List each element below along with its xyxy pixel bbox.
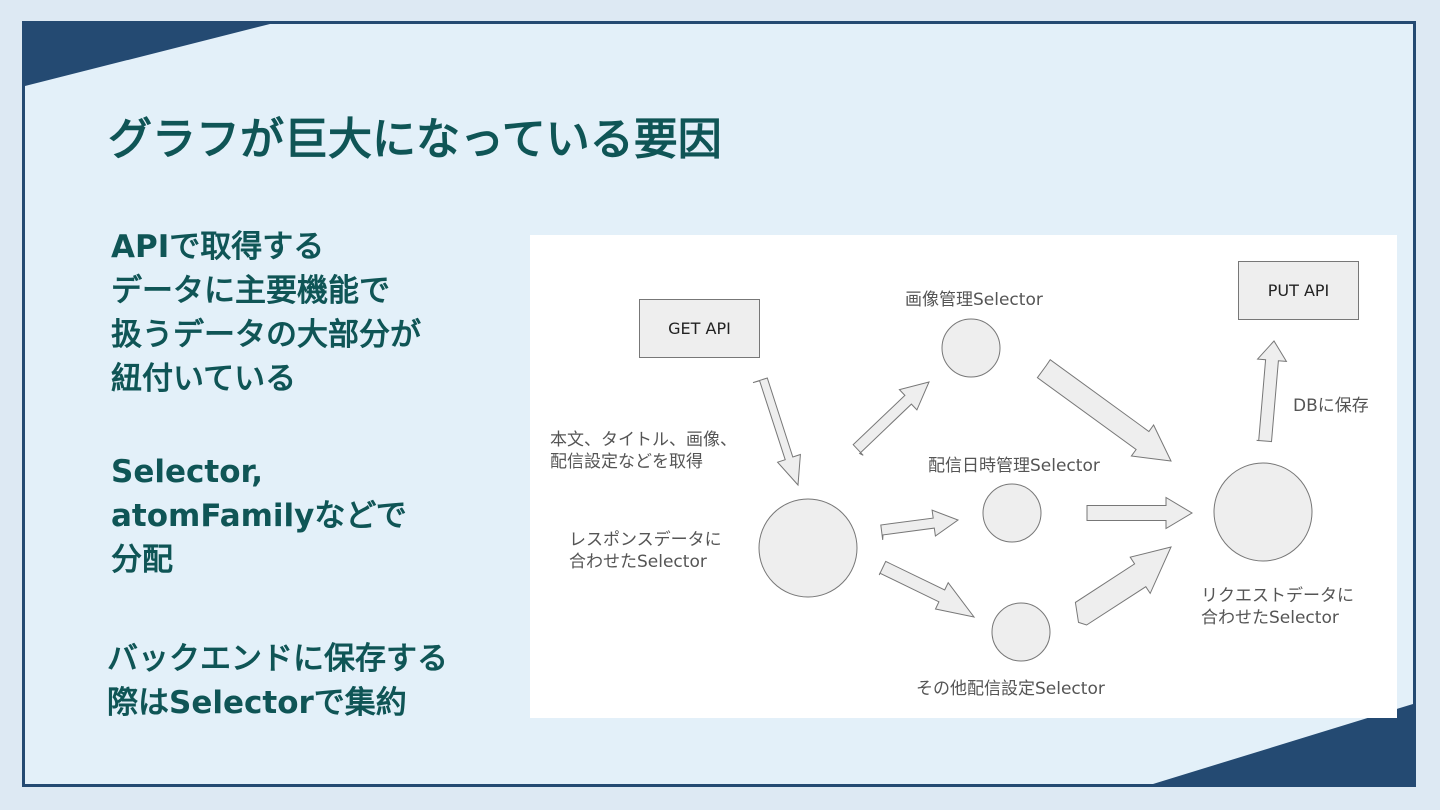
point-line: Selector,: [111, 454, 264, 490]
response-selector-label-line: 合わせたSelector: [569, 552, 707, 572]
arrow-other-to-request: [1074, 546, 1172, 626]
other-selector-node: [991, 602, 1051, 662]
point-line: 分配: [111, 542, 173, 578]
point-line: 扱うデータの大部分が: [111, 317, 421, 353]
response-selector-label: レスポンスデータに 合わせたSelector: [569, 529, 722, 573]
arrow-image-to-request: [1036, 358, 1172, 462]
point-api-data: APIで取得する データに主要機能で 扱うデータの大部分が 紐付いている: [111, 225, 421, 401]
diagram-graphics: [752, 318, 1313, 662]
fetch-label: 本文、タイトル、画像、 配信設定などを取得: [550, 429, 737, 473]
request-selector-node: [1213, 462, 1313, 562]
get-api-node: GET API: [639, 299, 760, 358]
datetime-selector-label: 配信日時管理Selector: [928, 456, 1100, 476]
point-line: APIで取得する: [111, 229, 325, 265]
point-backend-aggregation: バックエンドに保存する 際はSelectorで集約: [107, 637, 448, 725]
top-left-corner-decoration: [25, 24, 270, 86]
arrow-response-to-datetime: [880, 509, 960, 540]
request-selector-label-line: リクエストデータに: [1201, 586, 1354, 606]
db-save-label: DBに保存: [1293, 396, 1369, 416]
response-selector-node: [758, 498, 858, 598]
arrow-response-to-other: [878, 560, 976, 618]
other-selector-label: その他配信設定Selector: [916, 679, 1105, 699]
arrow-request-to-put: [1256, 340, 1288, 443]
put-api-node: PUT API: [1238, 261, 1359, 320]
point-line: データに主要機能で: [111, 273, 390, 309]
bottom-right-corner-decoration: [1153, 704, 1413, 784]
diagram-panel: GET API PUT API 本文、タイトル、画像、 配信設定などを取得 レス…: [530, 235, 1397, 718]
image-selector-node: [941, 318, 1001, 378]
response-selector-label-line: レスポンスデータに: [569, 530, 722, 550]
point-line: 際はSelectorで集約: [107, 685, 407, 721]
slide-title: グラフが巨大になっている要因: [108, 114, 722, 165]
image-selector-label: 画像管理Selector: [905, 290, 1043, 310]
request-selector-label: リクエストデータに 合わせたSelector: [1201, 585, 1354, 629]
request-selector-label-line: 合わせたSelector: [1201, 608, 1339, 628]
arrow-response-to-image: [852, 381, 930, 456]
arrow-get-to-response: [752, 377, 801, 487]
arrow-datetime-to-request: [1086, 496, 1193, 530]
point-selector-distribution: Selector, atomFamilyなどで 分配: [111, 450, 407, 582]
fetch-label-line: 配信設定などを取得: [550, 452, 703, 472]
fetch-label-line: 本文、タイトル、画像、: [550, 430, 737, 450]
point-line: 紐付いている: [111, 361, 297, 397]
point-line: バックエンドに保存する: [107, 641, 448, 677]
point-line: atomFamilyなどで: [111, 498, 407, 534]
datetime-selector-node: [982, 483, 1042, 543]
